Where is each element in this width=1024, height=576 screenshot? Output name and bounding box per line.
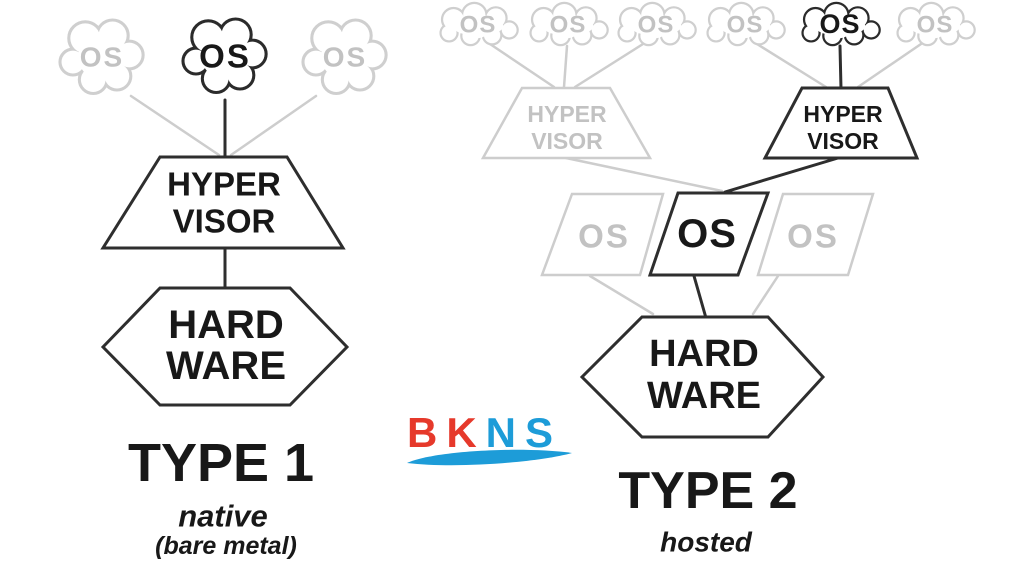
- t2-cloud3-os-label: OS: [638, 12, 675, 39]
- bkns-logo: BKNS: [407, 409, 572, 466]
- t1-title: TYPE 1: [128, 433, 314, 493]
- t2-os2-parallelogram: [647, 191, 771, 277]
- t2-link-cloud3-hypervisor: [573, 42, 645, 89]
- t2-hardware-label-line2: WARE: [647, 375, 761, 417]
- t2-cloud6-os-label: OS: [917, 12, 954, 39]
- t1-cloud2-os-label: OS: [199, 38, 251, 75]
- bkns-logo-text: BKNS: [407, 409, 562, 456]
- t2-hypervisor-active-line1: HYPER: [803, 101, 883, 127]
- t1-link-cloud1-hypervisor: [129, 94, 221, 157]
- t1-link-cloud3-hypervisor: [229, 94, 318, 157]
- t2-link-os1-hardware: [588, 274, 655, 316]
- t2-hypervisor-inactive-line2: VISOR: [531, 128, 603, 154]
- t2-os1-label: OS: [578, 218, 630, 255]
- t1-cloud3-os-label: OS: [323, 42, 367, 73]
- t2-link-cloud2-hypervisor: [562, 44, 569, 89]
- t2-link-cloud5-hypervisor: [838, 44, 843, 91]
- bkns-logo-ns: NS: [486, 409, 562, 456]
- t2-os3-label: OS: [787, 218, 839, 255]
- t2-link-cloud6-hypervisor: [856, 42, 923, 89]
- t2-hypervisor-active-line2: VISOR: [807, 128, 879, 154]
- t1-hardware-label-line1: HARD: [168, 303, 284, 347]
- t2-hardware-label-line1: HARD: [649, 333, 759, 375]
- t1-cloud1-os-label: OS: [80, 42, 124, 73]
- t2-hardware-hexagon: [579, 315, 826, 439]
- t1-hardware-hexagon: [100, 286, 350, 407]
- t2-cloud5-os-label: OS: [819, 9, 860, 39]
- t1-note: (bare metal): [155, 532, 297, 560]
- t2-cloud4-os-label: OS: [727, 12, 764, 39]
- t2-link-os2-hardware: [692, 274, 708, 320]
- t2-subtitle: hosted: [660, 527, 753, 558]
- t2-link-cloud4-hypervisor: [755, 42, 828, 89]
- t2-hypervisor-inactive-line1: HYPER: [527, 101, 607, 127]
- t2-link-os3-hardware: [751, 274, 780, 316]
- t2-link-hypervisor-inactive-os: [564, 156, 724, 193]
- t2-title: TYPE 2: [618, 462, 797, 520]
- t2-cloud2-os-label: OS: [550, 12, 587, 39]
- t1-subtitle: native: [178, 499, 268, 534]
- t2-link-hypervisor-active-os: [723, 156, 840, 194]
- t2-os2-label: OS: [677, 212, 737, 256]
- t2-cloud1-os-label: OS: [460, 12, 497, 39]
- t2-hypervisor-active-trapezoid: [762, 86, 920, 160]
- t2-os1-parallelogram: [540, 192, 665, 277]
- t1-hypervisor-label-line2: VISOR: [173, 203, 276, 240]
- t1-hypervisor-trapezoid: [100, 155, 346, 250]
- bkns-logo-swoosh: [407, 449, 572, 466]
- t1-hypervisor-label-line1: HYPER: [167, 166, 281, 203]
- bkns-logo-bk: BK: [407, 409, 486, 456]
- t2-os3-parallelogram: [756, 192, 875, 277]
- t2-hypervisor-inactive-trapezoid: [480, 86, 653, 160]
- t2-link-cloud1-hypervisor: [488, 42, 556, 89]
- t1-hardware-label-line2: WARE: [166, 344, 286, 388]
